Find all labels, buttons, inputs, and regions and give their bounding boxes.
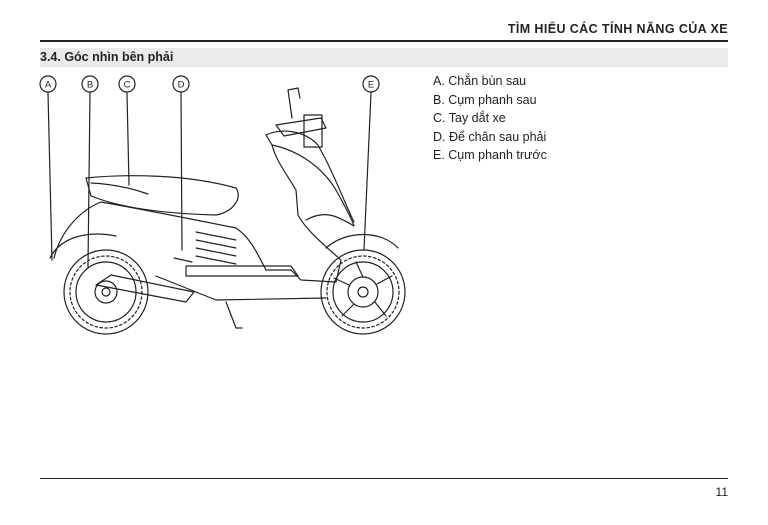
handlebar (275, 117, 327, 137)
grab-rail (90, 182, 149, 195)
section-title: 3.4. Góc nhìn bên phải (40, 50, 174, 64)
rear-fender (49, 233, 117, 259)
callout-label-d: D (178, 80, 185, 91)
footer-rule (40, 478, 728, 479)
section-bar (40, 48, 728, 67)
dashboard (303, 114, 323, 148)
header-title: TÌM HIỂU CÁC TÍNH NĂNG CỦA XE (507, 22, 728, 36)
callout-circle-d (172, 75, 190, 93)
kickstand (225, 301, 243, 329)
front-shield (271, 144, 355, 227)
leader-line-e (363, 92, 372, 251)
rear-swingarm (95, 274, 195, 303)
callout-label-e: E (368, 80, 374, 91)
front-wheel (320, 249, 406, 335)
front-fender (325, 233, 399, 249)
legend-item-b: B. Cụm phanh sau (433, 92, 537, 107)
side-vents (195, 231, 237, 265)
mirror-stem (287, 87, 301, 119)
callout-circle-c (118, 75, 136, 93)
parts-legend: A. Chắn bùn sau B. Cụm phanh sau C. Tay … (433, 72, 547, 165)
callout-label-c: C (124, 80, 131, 91)
frame-underside (155, 275, 327, 301)
legend-item-c: C. Tay dắt xe (433, 111, 506, 125)
callout-label-b: B (87, 80, 93, 91)
callout-label-a: A (45, 80, 52, 91)
rear-body-panel (53, 130, 355, 283)
callout-circle-a (39, 75, 57, 93)
callout-circle-e (362, 75, 380, 93)
callout-circle-b (81, 75, 99, 93)
leader-line-c (126, 92, 130, 186)
header-rule (40, 40, 728, 42)
seat (85, 175, 239, 216)
legend-item-a: A. Chắn bùn sau (433, 74, 527, 88)
page-number: 11 (715, 485, 728, 499)
legend-item-d: D. Để chân sau phải (433, 129, 547, 144)
floorboard (185, 265, 299, 277)
legend-item-e: E. Cụm phanh trước (433, 148, 547, 162)
scooter-illustration: A B C D E (39, 75, 406, 335)
leader-line-b (87, 92, 91, 268)
rear-footrest (173, 257, 193, 263)
leader-line-a (47, 92, 53, 261)
leader-line-d (180, 92, 183, 251)
